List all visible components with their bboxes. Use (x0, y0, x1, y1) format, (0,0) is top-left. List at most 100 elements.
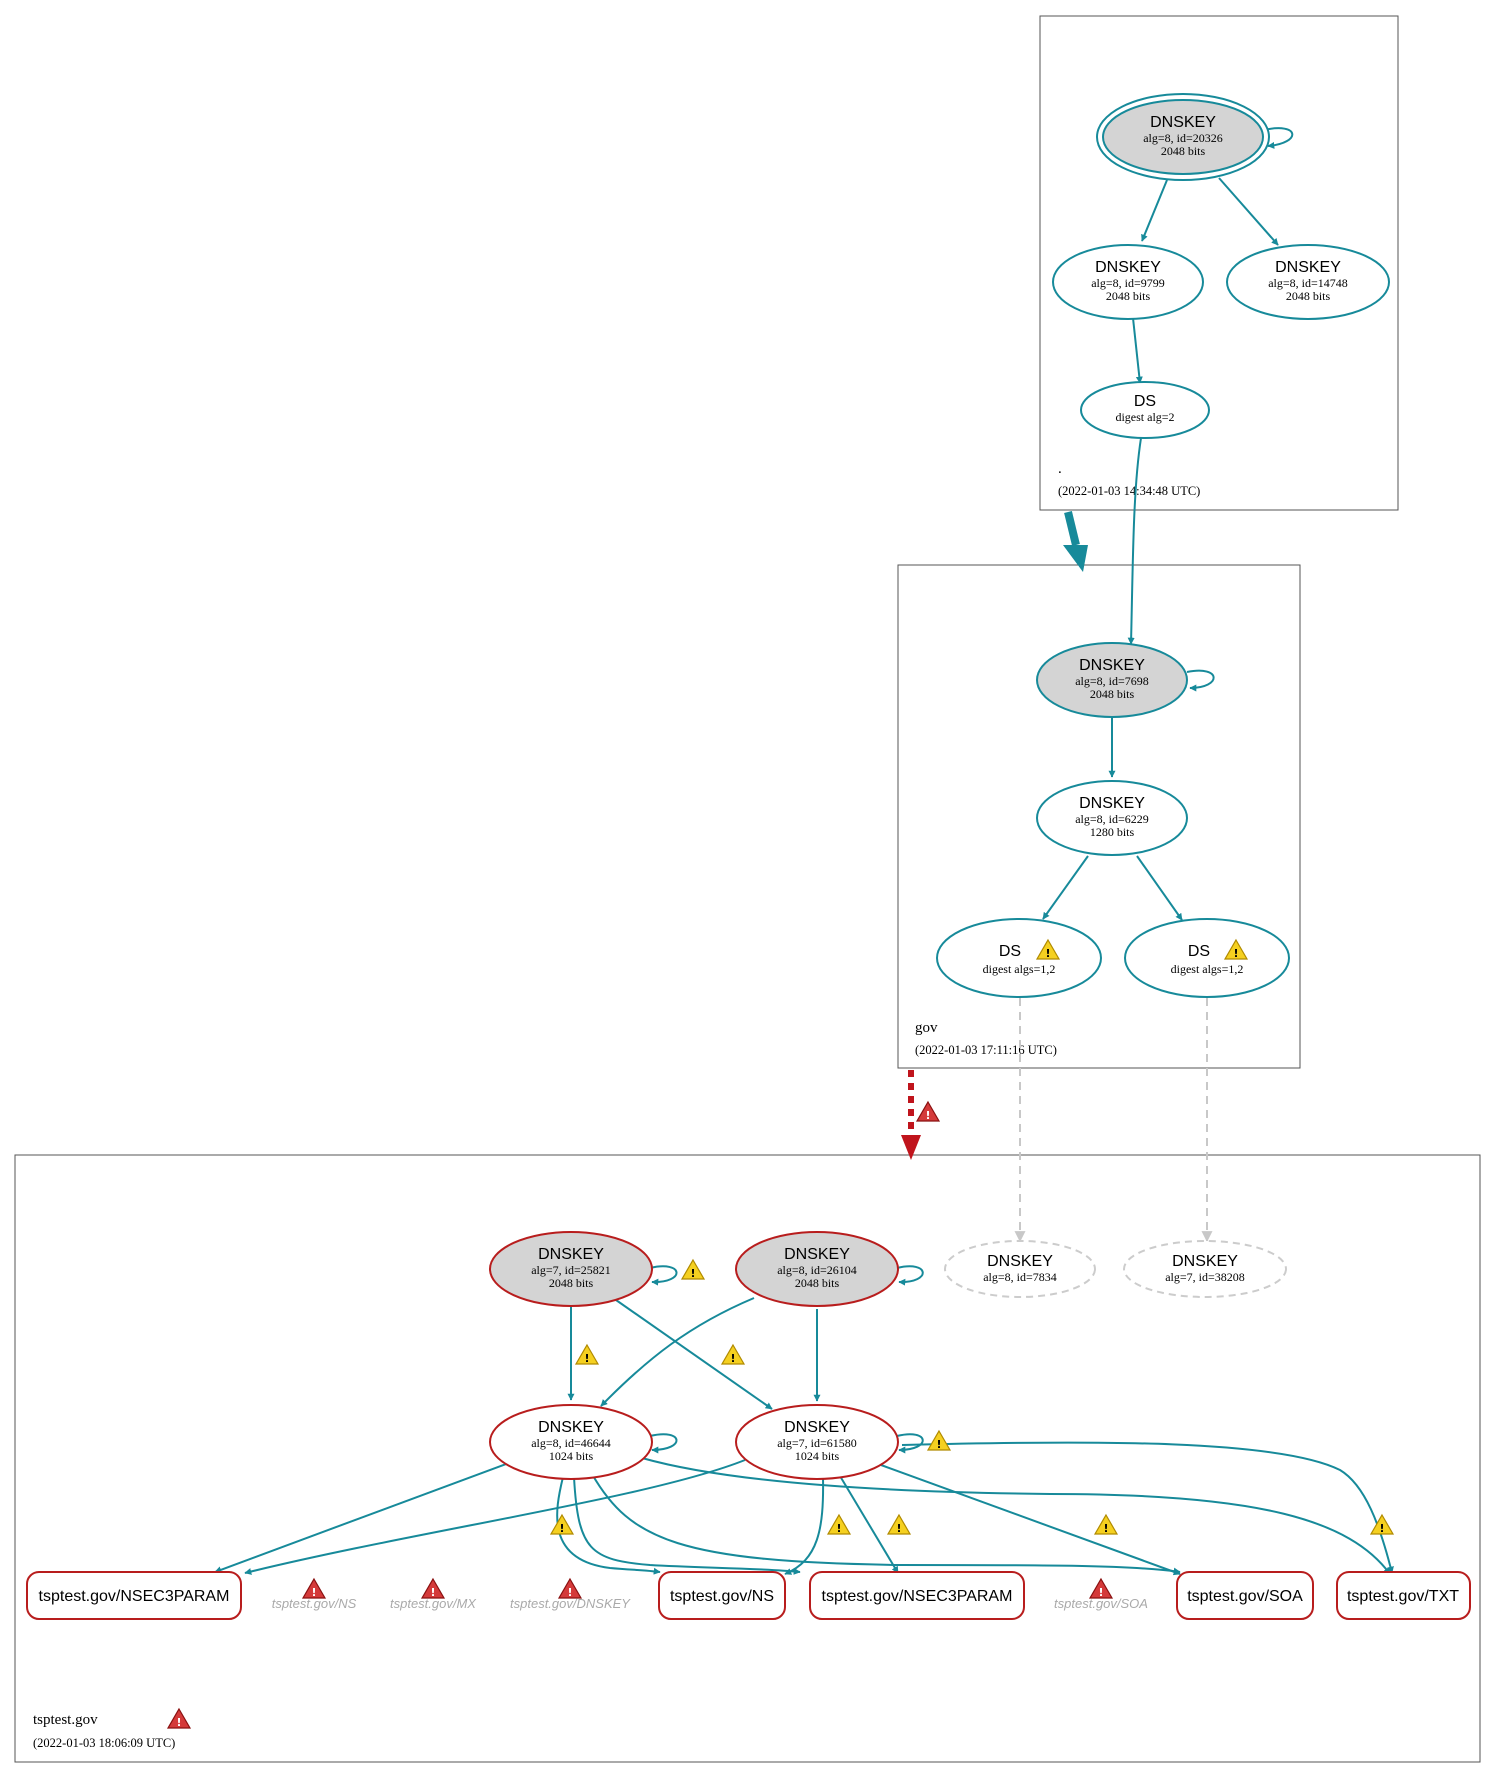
node-line: alg=8, id=6229 (1075, 812, 1149, 826)
rrset-label: tsptest.gov/NS (670, 1588, 774, 1605)
root-zsk1-node[interactable]: DNSKEY alg=8, id=9799 2048 bits (1052, 244, 1204, 320)
edge-zsk2-nsec3param-mid (839, 1475, 899, 1574)
node-line: digest alg=2 (1115, 410, 1174, 424)
node-line: 1280 bits (1090, 825, 1135, 839)
node-line: alg=7, id=25821 (531, 1263, 611, 1277)
node-line: alg=7, id=61580 (777, 1436, 857, 1450)
ghost-rrset-dnskey: tsptest.gov/DNSKEY (510, 1596, 631, 1611)
node-line: alg=8, id=14748 (1268, 276, 1348, 290)
node-line: 1024 bits (549, 1449, 594, 1463)
tsptest-missing-key2-node[interactable]: DNSKEY alg=7, id=38208 (1123, 1240, 1287, 1298)
root-zsk2-node[interactable]: DNSKEY alg=8, id=14748 2048 bits (1226, 244, 1390, 320)
tsptest-zsk1-node[interactable]: DNSKEY alg=8, id=46644 1024 bits (489, 1404, 653, 1480)
edge-zsk2-nsec3param-left (244, 1459, 746, 1575)
zone-tsptest-date: (2022-01-03 18:06:09 UTC) (33, 1736, 175, 1750)
tsptest-zsk2-node[interactable]: DNSKEY alg=7, id=61580 1024 bits (735, 1404, 899, 1480)
edge-ksk2-self (896, 1265, 924, 1286)
rrset-label: tsptest.gov/TXT (1347, 1588, 1459, 1605)
edge-ksk1-self (649, 1265, 678, 1286)
edge-root-ksk-zsk2 (1218, 177, 1279, 246)
rrset-nsec3param-left[interactable]: tsptest.gov/NSEC3PARAM (26, 1571, 242, 1620)
edge-zsk1-nsec3param-left (214, 1463, 507, 1574)
edge-gov-zsk-ds1 (1042, 855, 1089, 920)
edge-zsk1-nsec3param-mid (573, 1476, 801, 1575)
edge-ksk1-zsk2 (615, 1299, 773, 1410)
node-title: DNSKEY (1172, 1253, 1238, 1270)
rrset-txt[interactable]: tsptest.gov/TXT (1336, 1571, 1471, 1620)
edge-zsk2-self (896, 1433, 924, 1454)
edge-zsk1-txt (641, 1457, 1391, 1575)
node-line: 2048 bits (1286, 289, 1331, 303)
ghost-rrset-soa: tsptest.gov/SOA (1054, 1596, 1148, 1611)
node-title: DNSKEY (784, 1246, 850, 1263)
zone-gov-date: (2022-01-03 17:11:16 UTC) (915, 1043, 1057, 1057)
edge-ksk2-zsk1 (600, 1297, 755, 1407)
gov-ds2-node[interactable]: DS digest algs=1,2 (1124, 918, 1290, 998)
node-title: DNSKEY (1079, 657, 1145, 674)
node-title: DNSKEY (538, 1246, 604, 1263)
node-line: alg=7, id=38208 (1165, 1270, 1245, 1284)
node-title: DS (1188, 943, 1210, 960)
node-line: alg=8, id=46644 (531, 1436, 611, 1450)
tsptest-ksk2-node[interactable]: DNSKEY alg=8, id=26104 2048 bits (735, 1231, 899, 1307)
rrset-ns[interactable]: tsptest.gov/NS (658, 1571, 786, 1620)
node-title: DNSKEY (538, 1419, 604, 1436)
gov-ds1-node[interactable]: DS digest algs=1,2 (936, 918, 1102, 998)
node-title: DNSKEY (987, 1253, 1053, 1270)
node-title: DS (999, 943, 1021, 960)
tsptest-ksk1-node[interactable]: DNSKEY alg=7, id=25821 2048 bits (489, 1231, 653, 1307)
root-ksk-node[interactable]: DNSKEY alg=8, id=20326 2048 bits (1096, 93, 1270, 181)
node-title: DNSKEY (1275, 259, 1341, 276)
gov-zsk-node[interactable]: DNSKEY alg=8, id=6229 1280 bits (1036, 780, 1188, 856)
node-title: DNSKEY (784, 1419, 850, 1436)
delegation-arrowhead (1063, 545, 1088, 572)
edge-delegation-root-gov (1064, 511, 1080, 546)
node-line: 2048 bits (1161, 144, 1206, 158)
zone-root-date: (2022-01-03 14:34:48 UTC) (1058, 484, 1200, 498)
ghost-rrset-ns: tsptest.gov/NS (272, 1596, 357, 1611)
root-ds-node[interactable]: DS digest alg=2 (1080, 381, 1210, 439)
node-line: 2048 bits (549, 1276, 594, 1290)
edge-root-ksk-self (1263, 127, 1294, 149)
node-line: digest algs=1,2 (1171, 962, 1244, 976)
edge-gov-ksk-self (1186, 669, 1215, 692)
node-line: 1024 bits (795, 1449, 840, 1463)
edge-zsk2-soa (880, 1464, 1181, 1576)
edge-root-zsk1-ds (1132, 317, 1143, 384)
node-title: DS (1134, 393, 1156, 410)
rrset-label: tsptest.gov/NSEC3PARAM (822, 1588, 1013, 1605)
node-title: DNSKEY (1095, 259, 1161, 276)
edge-gov-zsk-ds2 (1136, 855, 1183, 921)
rrset-label: tsptest.gov/SOA (1187, 1588, 1303, 1605)
edge-zsk1-soa (591, 1473, 1181, 1575)
node-line: 2048 bits (1106, 289, 1151, 303)
node-line: 2048 bits (795, 1276, 840, 1290)
node-line: alg=8, id=7834 (983, 1270, 1057, 1284)
ghost-rrset-mx: tsptest.gov/MX (390, 1596, 477, 1611)
edge-zsk1-self (649, 1433, 678, 1454)
node-title: DNSKEY (1150, 114, 1216, 131)
tsptest-missing-key1-node[interactable]: DNSKEY alg=8, id=7834 (944, 1240, 1096, 1298)
edge-zsk1-ns (556, 1476, 661, 1575)
node-line: alg=8, id=20326 (1143, 131, 1223, 145)
zone-root-label: . (1058, 461, 1062, 477)
node-title: DNSKEY (1079, 795, 1145, 812)
error-icon (916, 1101, 940, 1123)
node-line: alg=8, id=7698 (1075, 674, 1149, 688)
gov-ksk-node[interactable]: DNSKEY alg=8, id=7698 2048 bits (1036, 642, 1188, 718)
bogus-arrowhead (901, 1135, 921, 1160)
zone-gov-label: gov (915, 1020, 938, 1036)
node-line: alg=8, id=26104 (777, 1263, 857, 1277)
node-line: alg=8, id=9799 (1091, 276, 1165, 290)
rrset-soa[interactable]: tsptest.gov/SOA (1176, 1571, 1314, 1620)
node-line: digest algs=1,2 (983, 962, 1056, 976)
rrset-nsec3param-mid[interactable]: tsptest.gov/NSEC3PARAM (809, 1571, 1025, 1620)
edge-zsk2-ns (784, 1476, 825, 1575)
rrset-label: tsptest.gov/NSEC3PARAM (39, 1588, 230, 1605)
edge-zsk2-txt (901, 1441, 1394, 1574)
edge-root-ds-gov-ksk (1127, 437, 1142, 645)
node-line: 2048 bits (1090, 687, 1135, 701)
edge-root-ksk-zsk1 (1141, 179, 1168, 242)
zone-tsptest-label: tsptest.gov (33, 1712, 98, 1728)
